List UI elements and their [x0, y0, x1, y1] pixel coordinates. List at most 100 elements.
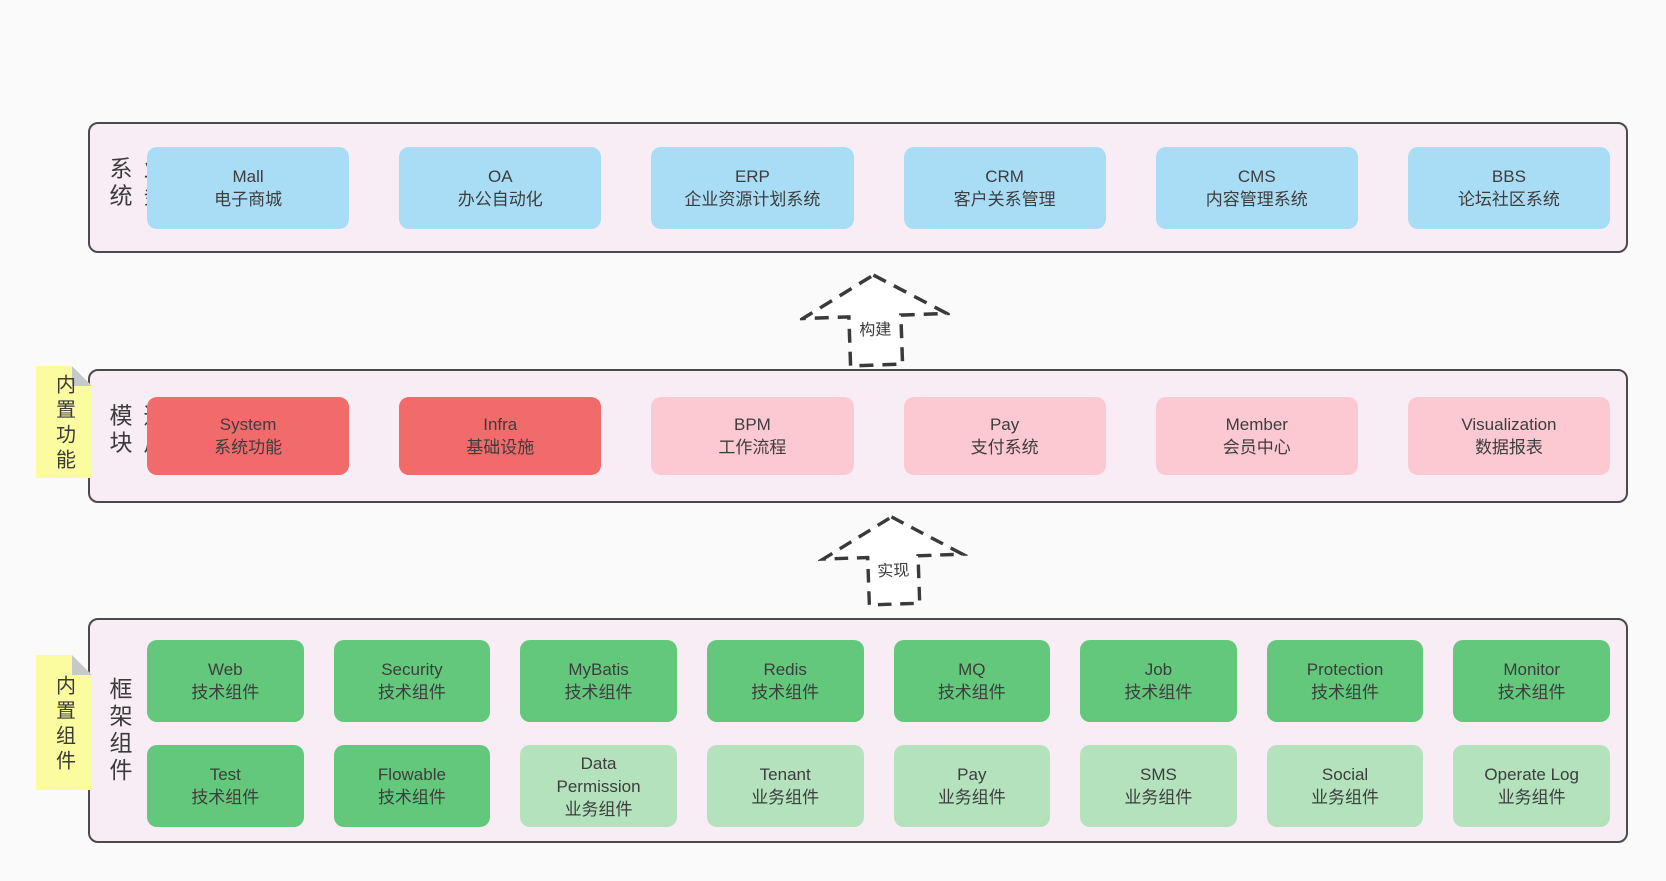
- box-title: MyBatis: [568, 660, 629, 679]
- box-title: CRM: [985, 166, 1024, 186]
- box-subtitle: 会员中心: [1222, 438, 1291, 457]
- layer-common-modules: 通用模块 System 系统功能 Infra 基础设施 BPM 工作流程 Pay…: [88, 369, 1628, 503]
- box-subtitle: 工作流程: [718, 438, 787, 457]
- box-subtitle: 论坛社区系统: [1457, 189, 1560, 209]
- box-title: ERP: [734, 166, 770, 186]
- box-title: Visualization: [1461, 415, 1557, 434]
- box-title: SMS: [1140, 765, 1177, 784]
- box-test: Test 技术组件: [147, 745, 304, 827]
- box-title: Social: [1321, 765, 1369, 784]
- box-subtitle: 技术组件: [1124, 683, 1193, 702]
- box-title: Operate Log: [1484, 765, 1579, 784]
- box-crm: CRM 客户关系管理: [903, 146, 1106, 229]
- box-cms: CMS 内容管理系统: [1155, 146, 1358, 229]
- box-subtitle: 电子商城: [214, 189, 283, 209]
- box-subtitle: 基础设施: [466, 438, 535, 457]
- arrow-implement: 实现: [816, 511, 970, 609]
- box-subtitle: 业务组件: [1311, 788, 1380, 807]
- box-subtitle: 技术组件: [1497, 683, 1566, 702]
- sticky-text: 内置功能: [52, 374, 75, 475]
- box-operate-log: Operate Log 业务组件: [1453, 745, 1610, 827]
- box-subtitle: 技术组件: [377, 683, 446, 702]
- box-web: Web 技术组件: [147, 640, 304, 722]
- box-title: Security: [381, 660, 443, 679]
- box-title: BBS: [1491, 166, 1526, 186]
- box-subtitle: 支付系统: [970, 438, 1039, 457]
- box-subtitle: 系统功能: [214, 438, 283, 457]
- box-title: Protection: [1306, 660, 1384, 679]
- box-system: System 系统功能: [147, 397, 350, 475]
- box-subtitle: 客户关系管理: [953, 189, 1056, 209]
- box-title: BPM: [734, 415, 771, 434]
- box-title: OA: [487, 166, 513, 186]
- box-title: Pay: [957, 765, 987, 784]
- box-subtitle: 业务组件: [751, 788, 820, 807]
- arrow-implement-label: 实现: [873, 556, 913, 582]
- box-infra: Infra 基础设施: [399, 397, 602, 475]
- box-title: System: [219, 415, 277, 434]
- box-subtitle: 技术组件: [937, 683, 1006, 702]
- box-subtitle: 技术组件: [751, 683, 820, 702]
- module-boxes-row: System 系统功能 Infra 基础设施 BPM 工作流程 Pay 支付系统…: [147, 397, 1611, 475]
- box-mq: MQ 技术组件: [893, 640, 1051, 722]
- box-protection: Protection 技术组件: [1266, 640, 1424, 722]
- box-subtitle: 技术组件: [1311, 683, 1380, 702]
- box-title: Flowable: [377, 765, 446, 784]
- layer-components-label: 框架组件: [106, 676, 132, 785]
- box-mybatis: MyBatis 技术组件: [520, 640, 677, 722]
- box-subtitle: 技术组件: [191, 788, 260, 807]
- box-pay: Pay 支付系统: [903, 397, 1106, 475]
- component-boxes-row-2: Test 技术组件 Flowable 技术组件 Data Permission …: [147, 745, 1610, 827]
- box-title: Tenant: [759, 765, 811, 784]
- box-title: Member: [1225, 415, 1288, 434]
- box-mall: Mall 电子商城: [147, 146, 350, 229]
- box-title: MQ: [958, 660, 986, 679]
- sticky-built-in-features: 内置功能: [36, 366, 92, 478]
- box-subtitle: 业务组件: [1497, 788, 1566, 807]
- box-title: Test: [209, 765, 241, 784]
- box-bpm: BPM 工作流程: [651, 397, 854, 475]
- box-visualization: Visualization 数据报表: [1407, 397, 1611, 475]
- sticky-built-in-components: 内置组件: [36, 655, 92, 790]
- box-job: Job 技术组件: [1080, 640, 1237, 722]
- box-subtitle: 业务组件: [564, 799, 633, 819]
- box-erp: ERP 企业资源计划系统: [651, 146, 854, 229]
- box-title: Mall: [232, 166, 264, 186]
- layer-business-systems: 业务系统 Mall 电子商城 OA 办公自动化 ERP 企业资源计划系统 CRM…: [88, 122, 1628, 253]
- box-pay-component: Pay 业务组件: [893, 745, 1051, 827]
- box-monitor: Monitor 技术组件: [1453, 640, 1610, 722]
- box-title: CMS: [1237, 166, 1276, 186]
- box-oa: OA 办公自动化: [399, 146, 602, 229]
- box-subtitle: 企业资源计划系统: [684, 189, 821, 209]
- business-boxes-row: Mall 电子商城 OA 办公自动化 ERP 企业资源计划系统 CRM 客户关系…: [147, 146, 1611, 229]
- box-data-permission: Data Permission 业务组件: [520, 745, 677, 827]
- box-social: Social 业务组件: [1266, 745, 1424, 827]
- arrow-build-label: 构建: [855, 315, 895, 341]
- box-title: Web: [207, 660, 243, 679]
- box-subtitle: 办公自动化: [457, 189, 543, 209]
- sticky-text: 内置组件: [52, 675, 75, 776]
- box-flowable: Flowable 技术组件: [333, 745, 491, 827]
- box-subtitle: 技术组件: [564, 683, 633, 702]
- box-title: Job: [1144, 660, 1173, 679]
- box-subtitle: 技术组件: [377, 788, 446, 807]
- component-boxes-row-1: Web 技术组件 Security 技术组件 MyBatis 技术组件 Redi…: [147, 640, 1610, 722]
- box-subtitle: 业务组件: [1124, 788, 1193, 807]
- box-title: Redis: [763, 660, 807, 679]
- box-redis: Redis 技术组件: [706, 640, 864, 722]
- box-subtitle: 业务组件: [937, 788, 1006, 807]
- box-title: Pay: [989, 415, 1020, 434]
- box-member: Member 会员中心: [1155, 397, 1358, 475]
- box-subtitle: 内容管理系统: [1205, 189, 1308, 209]
- box-subtitle: 技术组件: [191, 683, 260, 702]
- box-tenant: Tenant 业务组件: [706, 745, 864, 827]
- box-bbs: BBS 论坛社区系统: [1407, 146, 1611, 229]
- box-title: Infra: [483, 415, 518, 434]
- arrow-build: 构建: [798, 269, 952, 370]
- box-subtitle: 数据报表: [1474, 438, 1543, 457]
- box-title: Data Permission: [556, 753, 641, 796]
- box-title: Monitor: [1503, 660, 1561, 679]
- box-sms: SMS 业务组件: [1080, 745, 1237, 827]
- box-security: Security 技术组件: [333, 640, 491, 722]
